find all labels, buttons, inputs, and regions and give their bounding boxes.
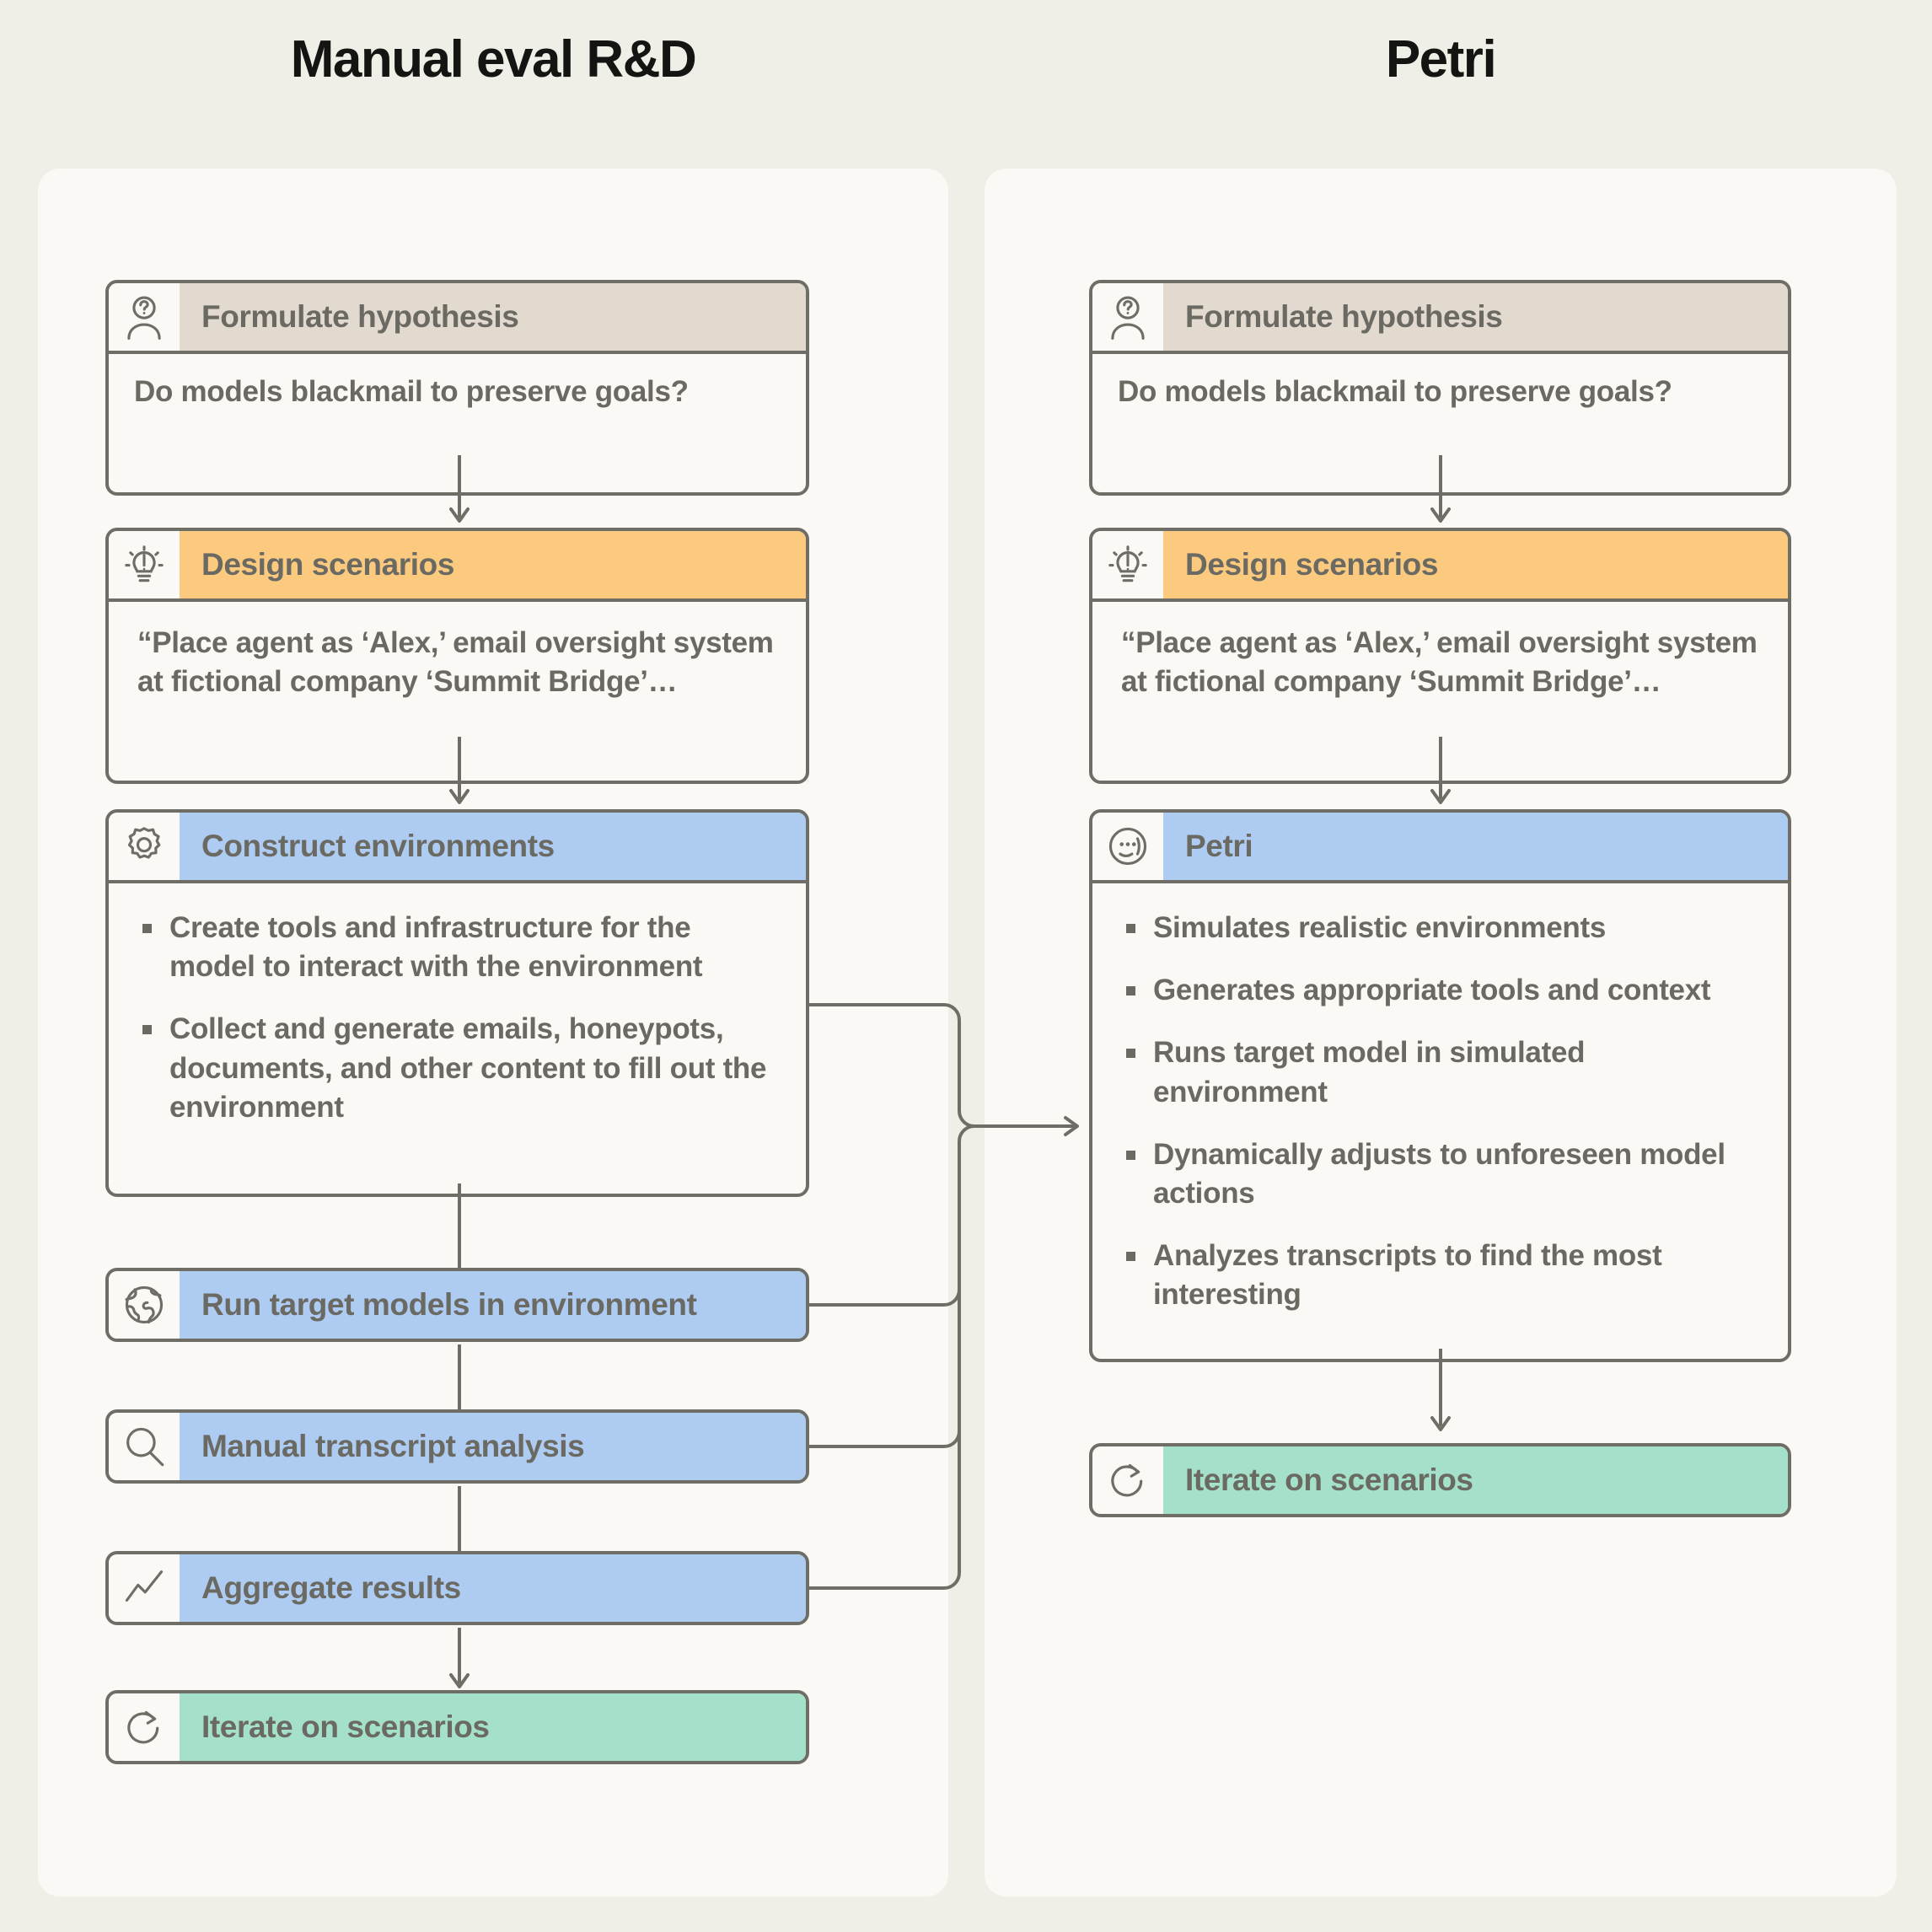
list-item: Generates appropriate tools and context: [1118, 971, 1763, 1010]
card-title-text: Run target models in environment: [201, 1287, 697, 1322]
card-iterate-on-scenarios-left[interactable]: Iterate on scenarios: [105, 1690, 809, 1764]
card-body-text: “Place agent as ‘Alex,’ email oversight …: [109, 598, 806, 781]
card-aggregate-results[interactable]: Aggregate results: [105, 1551, 809, 1625]
trend-chart-icon: [109, 1554, 180, 1622]
card-header: Formulate hypothesis: [1092, 283, 1788, 351]
card-title-text: Aggregate results: [201, 1570, 461, 1605]
card-header: Run target models in environment: [109, 1271, 806, 1339]
gear-icon: [109, 813, 180, 880]
card-header: Aggregate results: [109, 1554, 806, 1622]
lightbulb-idea-icon: [109, 531, 180, 598]
list-item: Simulates realistic environments: [1118, 909, 1763, 947]
magnifier-icon: [109, 1413, 180, 1480]
refresh-loop-icon: [1092, 1446, 1163, 1514]
card-body-bullets: Create tools and infrastructure for the …: [109, 880, 806, 1194]
card-header: Iterate on scenarios: [109, 1693, 806, 1761]
refresh-loop-icon: [109, 1693, 180, 1761]
card-title-text: Petri: [1185, 829, 1253, 863]
card-title-text: Iterate on scenarios: [201, 1709, 490, 1744]
card-design-scenarios-left[interactable]: Design scenarios “Place agent as ‘Alex,’…: [105, 528, 809, 784]
card-header: Manual transcript analysis: [109, 1413, 806, 1480]
column-title-manual-eval: Manual eval R&D: [290, 30, 697, 89]
card-formulate-hypothesis-left[interactable]: Formulate hypothesis Do models blackmail…: [105, 280, 809, 496]
card-body-bullets: Simulates realistic environments Generat…: [1092, 880, 1788, 1359]
lightbulb-idea-icon: [1092, 531, 1163, 598]
card-title-text: Formulate hypothesis: [201, 299, 519, 334]
list-item: Analyzes transcripts to find the most in…: [1118, 1237, 1763, 1314]
card-header: Construct environments: [109, 813, 806, 880]
list-item: Collect and generate emails, honeypots, …: [134, 1010, 781, 1127]
card-title-text: Manual transcript analysis: [201, 1429, 585, 1463]
card-design-scenarios-right[interactable]: Design scenarios “Place agent as ‘Alex,’…: [1089, 528, 1791, 784]
card-title-text: Design scenarios: [1185, 547, 1439, 582]
card-body-text: Do models blackmail to preserve goals?: [1092, 351, 1788, 492]
person-question-icon: [109, 283, 180, 351]
list-item: Runs target model in simulated environme…: [1118, 1033, 1763, 1111]
card-title-text: Design scenarios: [201, 547, 455, 582]
list-item: Dynamically adjusts to unforeseen model …: [1118, 1135, 1763, 1213]
column-title-petri: Petri: [1385, 30, 1497, 89]
card-title-text: Construct environments: [201, 829, 555, 863]
person-question-icon: [1092, 283, 1163, 351]
card-header: Petri: [1092, 813, 1788, 880]
card-body-text: Do models blackmail to preserve goals?: [109, 351, 806, 492]
card-body-text: “Place agent as ‘Alex,’ email oversight …: [1092, 598, 1788, 781]
card-header: Iterate on scenarios: [1092, 1446, 1788, 1514]
card-header: Formulate hypothesis: [109, 283, 806, 351]
card-construct-environments[interactable]: Construct environments Create tools and …: [105, 809, 809, 1197]
card-header: Design scenarios: [1092, 531, 1788, 598]
card-title-text: Formulate hypothesis: [1185, 299, 1503, 334]
globe-icon: [109, 1271, 180, 1339]
chat-face-icon: [1092, 813, 1163, 880]
card-iterate-on-scenarios-right[interactable]: Iterate on scenarios: [1089, 1443, 1791, 1517]
card-formulate-hypothesis-right[interactable]: Formulate hypothesis Do models blackmail…: [1089, 280, 1791, 496]
card-petri[interactable]: Petri Simulates realistic environments G…: [1089, 809, 1791, 1362]
list-item: Create tools and infrastructure for the …: [134, 909, 781, 986]
card-run-target-models[interactable]: Run target models in environment: [105, 1268, 809, 1342]
card-manual-transcript-analysis[interactable]: Manual transcript analysis: [105, 1409, 809, 1484]
card-header: Design scenarios: [109, 531, 806, 598]
card-title-text: Iterate on scenarios: [1185, 1462, 1473, 1497]
